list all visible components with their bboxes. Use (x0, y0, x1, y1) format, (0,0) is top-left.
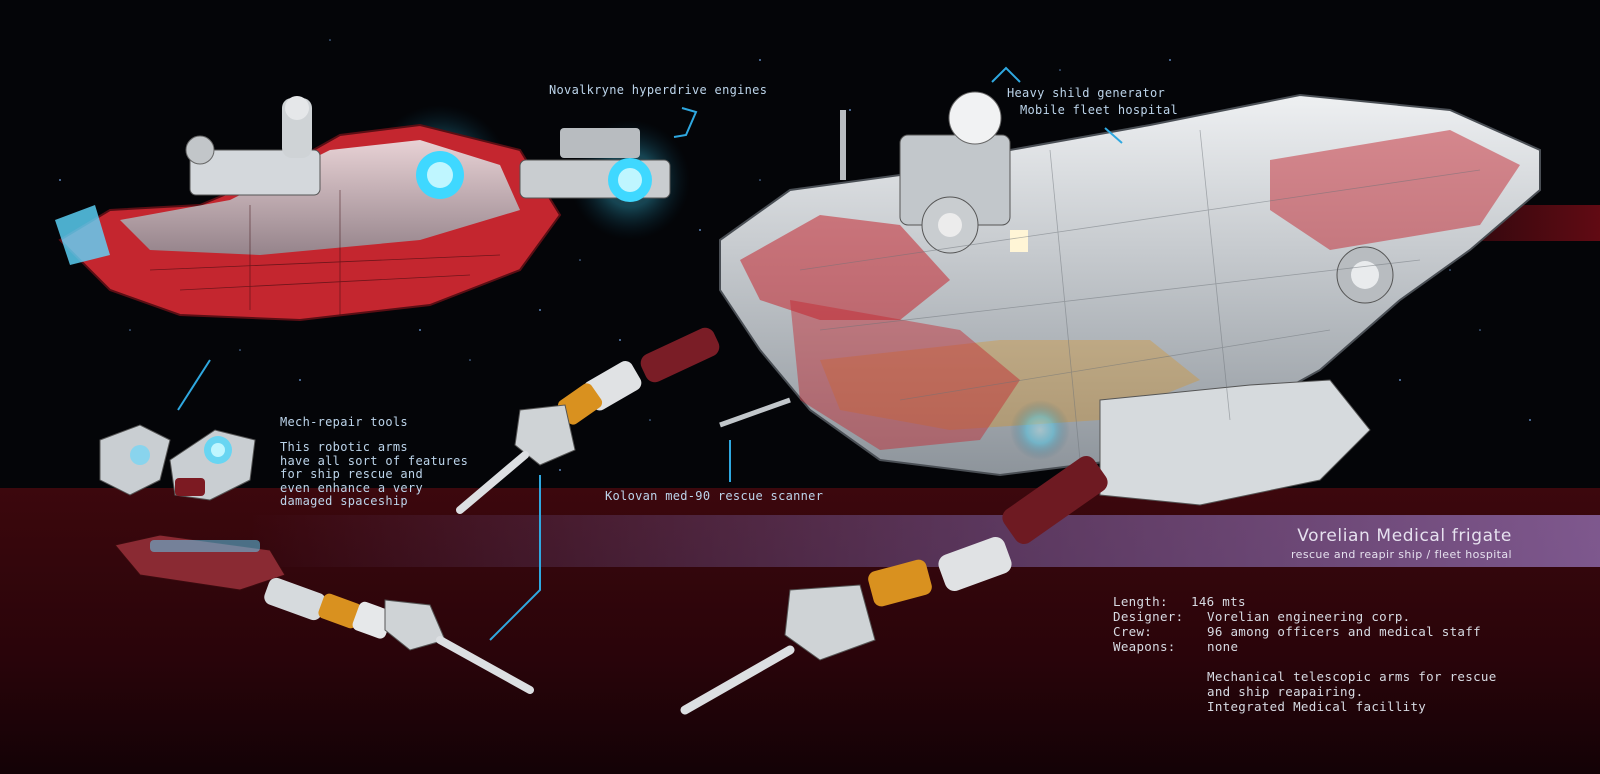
spec-key: Designer: (1113, 609, 1184, 624)
callout-lines (177, 66, 1123, 641)
spec-value: none (1207, 639, 1239, 654)
spec-value: Vorelian engineering corp. (1207, 609, 1411, 624)
callout-mech-description: This robotic arms have all sort of featu… (280, 440, 469, 508)
spec-key: Crew: (1113, 624, 1153, 639)
callout-mech-title: Mech-repair tools (280, 415, 408, 429)
callout-shield-generator: Heavy shild generator (1007, 86, 1166, 100)
mech-repair-tools (99, 424, 256, 501)
ship-title: Vorelian Medical frigate (1297, 526, 1512, 546)
main-ship (456, 91, 1541, 715)
callout-engines: Novalkryne hyperdrive engines (549, 83, 768, 97)
title-band (250, 515, 1600, 567)
spec-row-weapons: Weapons: none (1113, 639, 1497, 654)
spec-row-designer: Designer: Vorelian engineering corp. (1113, 609, 1497, 624)
spec-value: 96 among officers and medical staff (1207, 624, 1481, 639)
ship-subtitle: rescue and reapir ship / fleet hospital (1291, 548, 1512, 561)
side-view-ship (55, 96, 690, 322)
spec-row-crew: Crew: 96 among officers and medical staf… (1113, 624, 1497, 639)
spec-row-length: Length: 146 mts (1113, 594, 1497, 609)
telescopic-arm (114, 534, 534, 694)
spec-key: Length: (1113, 594, 1168, 609)
spec-notes: Mechanical telescopic arms for rescue an… (1207, 669, 1497, 714)
callout-rescue-scanner: Kolovan med-90 rescue scanner (605, 489, 824, 503)
spec-key: Weapons: (1113, 639, 1176, 654)
ship-title-block: Vorelian Medical frigate rescue and reap… (1291, 526, 1512, 561)
spec-sheet: Length: 146 mts Designer: Vorelian engin… (1113, 594, 1497, 714)
callout-fleet-hospital: Mobile fleet hospital (1020, 103, 1179, 117)
spec-value: 146 mts (1191, 594, 1246, 609)
